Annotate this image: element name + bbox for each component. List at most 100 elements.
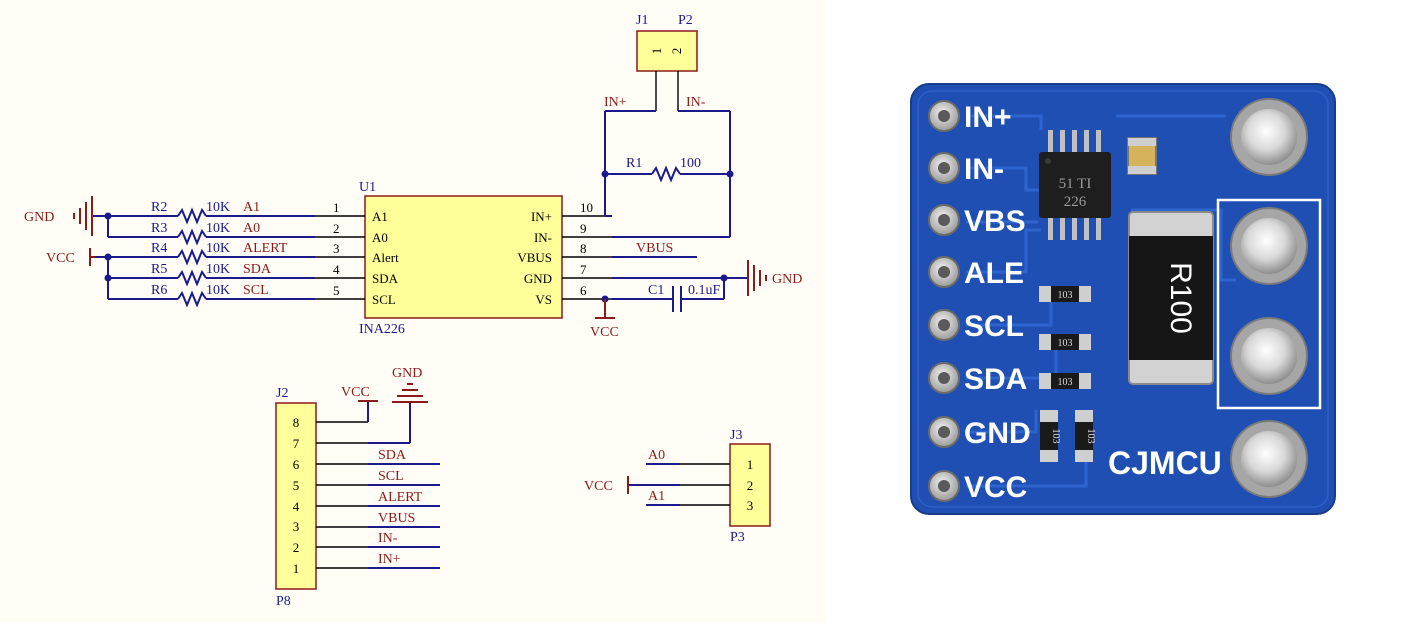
r2-ref: R2 [151, 200, 167, 215]
u1-pin-num: 2 [333, 221, 340, 236]
r4-ref: R4 [151, 241, 167, 256]
smd-res-marking: 103 [1050, 429, 1061, 444]
pcb-header-pins [928, 100, 960, 502]
r1-ref: R1 [626, 156, 642, 171]
gnd-symbol-right: GND [747, 260, 802, 296]
r3-value: 10K [206, 221, 230, 236]
p2-ref: P2 [678, 13, 693, 28]
j2-pin-num: 7 [293, 436, 300, 451]
net-label-a1: A1 [243, 200, 260, 215]
vcc-label-left: VCC [46, 251, 75, 266]
j3-net-a1: A1 [648, 489, 665, 504]
schematic-panel: U1 INA226 1 2 3 4 5 A1 A0 Alert SDA SCL … [24, 13, 803, 609]
r5-value: 10K [206, 262, 230, 277]
board-photo: IN+ IN- VBS ALE SCL SDA GND VCC 51 TI 22… [910, 83, 1336, 515]
u1-pin-name: A1 [372, 209, 388, 224]
j3-net-a0: A0 [648, 448, 665, 463]
r1-shunt: R1 100 [601, 156, 734, 183]
j2-pin-num: 5 [293, 478, 300, 493]
pullup-resistors-smd: 103 103 103 [1039, 286, 1091, 389]
vcc-label-j2: VCC [341, 385, 370, 400]
j2-pin-num: 3 [293, 519, 300, 534]
pcb-pin-labels: IN+ IN- VBS ALE SCL SDA GND VCC [964, 101, 1031, 504]
net-label-alert: ALERT [243, 241, 288, 256]
j2-pin-num: 4 [293, 499, 300, 514]
smd-res-marking: 103 [1058, 290, 1073, 301]
p3-ref: P3 [730, 530, 745, 545]
u1-pin-name: GND [524, 271, 552, 286]
c1-ref: C1 [648, 283, 664, 298]
u1-pin-name: IN+ [531, 209, 552, 224]
j2-net-in-plus: IN+ [378, 552, 401, 567]
vcc-symbol-vs: VCC [590, 299, 619, 340]
j2-net-alert: ALERT [378, 490, 423, 505]
u1-pin-name: A0 [372, 230, 388, 245]
u1-pin-name: VS [535, 292, 552, 307]
u1-part: INA226 [359, 322, 405, 337]
r6-value: 10K [206, 283, 230, 298]
r2-value: 10K [206, 200, 230, 215]
u1-pin-num: 1 [333, 200, 340, 215]
r6-ref: R6 [151, 283, 167, 298]
vcc-label-j3: VCC [584, 479, 613, 494]
c1-value: 0.1uF [688, 283, 721, 298]
ina226-chip: 51 TI 226 [1039, 130, 1111, 240]
j3-connector: J3 P3 1 2 3 A0 VCC A1 [584, 428, 771, 545]
gnd-symbol-left: GND [24, 196, 93, 236]
net-label-sda: SDA [243, 262, 272, 277]
r4-value: 10K [206, 241, 230, 256]
vcc-label-vs: VCC [590, 325, 619, 340]
r1-value: 100 [680, 156, 701, 171]
pcb-pin-label: GND [964, 417, 1031, 450]
j2-net-in-minus: IN- [378, 531, 398, 546]
net-label-a0: A0 [243, 221, 260, 236]
smd-res-marking: 103 [1085, 429, 1096, 444]
pcb-pin-label: VCC [964, 471, 1027, 504]
j3-pin-num: 2 [747, 478, 754, 493]
r3-ref: R3 [151, 221, 167, 236]
j2-net-scl: SCL [378, 469, 404, 484]
board-photo-panel: IN+ IN- VBS ALE SCL SDA GND VCC 51 TI 22… [826, 0, 1405, 623]
vcc-symbol-left: VCC [46, 248, 95, 266]
j1-pin-num: 1 [649, 48, 664, 55]
u1-ref: U1 [359, 180, 376, 195]
shunt-marking: R100 [1164, 262, 1197, 334]
j2-pin-num: 6 [293, 457, 300, 472]
net-label-in-plus: IN+ [604, 95, 627, 110]
u1-pin-num: 9 [580, 221, 587, 236]
j2-pin-num: 1 [293, 561, 300, 576]
u1-left-pins: 1 2 3 4 5 A1 A0 Alert SDA SCL [315, 200, 399, 307]
u1-pin-name: SDA [372, 271, 399, 286]
j3-pin-num: 1 [747, 457, 754, 472]
pullup-resistors: R2 R3 R4 R5 R6 10K 10K 10K 10K 10K A1 A0… [92, 200, 315, 308]
j2-pin-num: 8 [293, 415, 300, 430]
j2-pin-num: 2 [293, 540, 300, 555]
gnd-label-right: GND [772, 272, 802, 287]
u1-pin-num: 6 [580, 283, 587, 298]
u1-pin-name: IN- [534, 230, 552, 245]
net-label-vbus: VBUS [636, 241, 673, 256]
gnd-label-left: GND [24, 210, 54, 225]
j2-connector: J2 P8 8 7 6 5 4 3 2 1 VCC GND [275, 366, 440, 609]
pcb-pin-label: ALE [964, 257, 1024, 290]
pcb-pin-label: IN+ [964, 101, 1012, 134]
smd-res-marking: 103 [1058, 377, 1073, 388]
u1-pin-name: Alert [372, 250, 399, 265]
shunt-resistor: R100 [1128, 211, 1214, 385]
smd-res-marking: 103 [1058, 338, 1073, 349]
j2-net-vbus: VBUS [378, 511, 415, 526]
u1-pin-num: 7 [580, 262, 587, 277]
pcb-pin-label: SDA [964, 363, 1027, 396]
pcb-pin-label: VBS [964, 205, 1026, 238]
net-label-in-minus: IN- [686, 95, 706, 110]
u1-pin-num: 5 [333, 283, 340, 298]
j3-ref: J3 [730, 428, 742, 443]
u1-pin-num: 3 [333, 241, 340, 256]
u1-pin-name: SCL [372, 292, 396, 307]
u1-pin-name: VBUS [517, 250, 552, 265]
board-brand: CJMCU [1108, 445, 1222, 481]
u1-pin-num: 10 [580, 200, 593, 215]
address-resistors-smd: 103 103 [1040, 410, 1096, 462]
pcb-pin-label: SCL [964, 310, 1024, 343]
chip-marking-1: 51 TI [1059, 176, 1092, 192]
